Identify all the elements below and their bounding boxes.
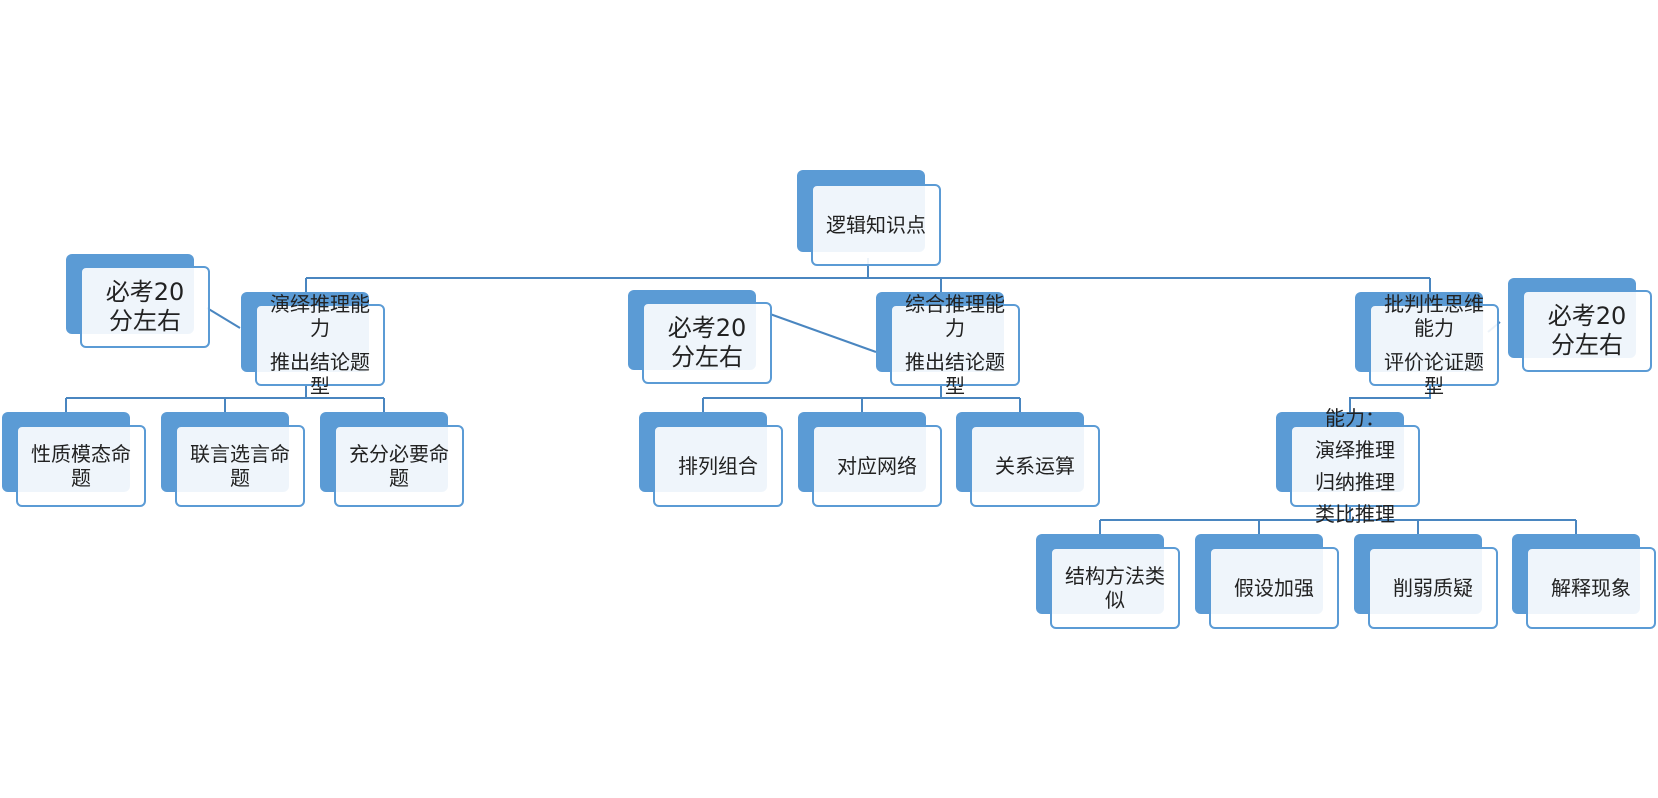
note3-box: 必考20分左右 bbox=[1522, 290, 1652, 372]
ability-heading: 能力： bbox=[1325, 406, 1385, 430]
child-b3-2-box: 假设加强 bbox=[1209, 547, 1339, 629]
ability-box: 能力： 演绎推理 归纳推理 类比推理 bbox=[1290, 406, 1420, 526]
child-b3-1-box: 结构方法类似 bbox=[1050, 547, 1180, 629]
child-b3-2-label: 假设加强 bbox=[1234, 576, 1314, 600]
child-b2-1-label: 排列组合 bbox=[678, 454, 758, 478]
branch3-title: 批判性思维能力 bbox=[1384, 292, 1484, 340]
child-b2-3-box: 关系运算 bbox=[970, 425, 1100, 507]
branch1-box: 演绎推理能力 推出结论题型 bbox=[255, 292, 385, 398]
child-b1-1-label: 性质模态命题 bbox=[31, 442, 131, 490]
ability-item-analogical: 类比推理 bbox=[1315, 502, 1395, 526]
child-b1-1-box: 性质模态命题 bbox=[16, 425, 146, 507]
connector-note1 bbox=[206, 307, 241, 329]
child-b3-1-label: 结构方法类似 bbox=[1065, 564, 1165, 612]
child-b2-2-box: 对应网络 bbox=[812, 425, 942, 507]
branch3-box: 批判性思维能力 评价论证题型 bbox=[1369, 292, 1499, 398]
child-b1-3-label: 充分必要命题 bbox=[349, 442, 449, 490]
ability-item-inductive: 归纳推理 bbox=[1315, 470, 1395, 494]
root-label: 逻辑知识点 bbox=[826, 213, 926, 237]
connector-note2 bbox=[769, 313, 877, 353]
branch2-subtitle: 推出结论题型 bbox=[905, 350, 1005, 398]
ability-item-deductive: 演绎推理 bbox=[1315, 438, 1395, 462]
child-b3-4-label: 解释现象 bbox=[1551, 576, 1631, 600]
child-b1-3-box: 充分必要命题 bbox=[334, 425, 464, 507]
child-b1-2-box: 联言选言命题 bbox=[175, 425, 305, 507]
root-node-box: 逻辑知识点 bbox=[811, 184, 941, 266]
child-b2-1-box: 排列组合 bbox=[653, 425, 783, 507]
branch2-title: 综合推理能力 bbox=[905, 292, 1005, 340]
child-b1-2-label: 联言选言命题 bbox=[190, 442, 290, 490]
child-b2-2-label: 对应网络 bbox=[837, 454, 917, 478]
branch2-box: 综合推理能力 推出结论题型 bbox=[890, 292, 1020, 398]
branch3-subtitle: 评价论证题型 bbox=[1384, 350, 1484, 398]
child-b2-3-label: 关系运算 bbox=[995, 454, 1075, 478]
child-b3-3-label: 削弱质疑 bbox=[1393, 576, 1473, 600]
note2-box: 必考20分左右 bbox=[642, 302, 772, 384]
connector-b3-down bbox=[1349, 386, 1431, 412]
note3-text: 必考20分左右 bbox=[1547, 302, 1627, 359]
branch1-title: 演绎推理能力 bbox=[270, 292, 370, 340]
branch1-subtitle: 推出结论题型 bbox=[270, 350, 370, 398]
note1-text: 必考20分左右 bbox=[105, 278, 185, 335]
child-b3-4-box: 解释现象 bbox=[1526, 547, 1656, 629]
child-b3-3-box: 削弱质疑 bbox=[1368, 547, 1498, 629]
note1-box: 必考20分左右 bbox=[80, 266, 210, 348]
note2-text: 必考20分左右 bbox=[667, 314, 747, 371]
